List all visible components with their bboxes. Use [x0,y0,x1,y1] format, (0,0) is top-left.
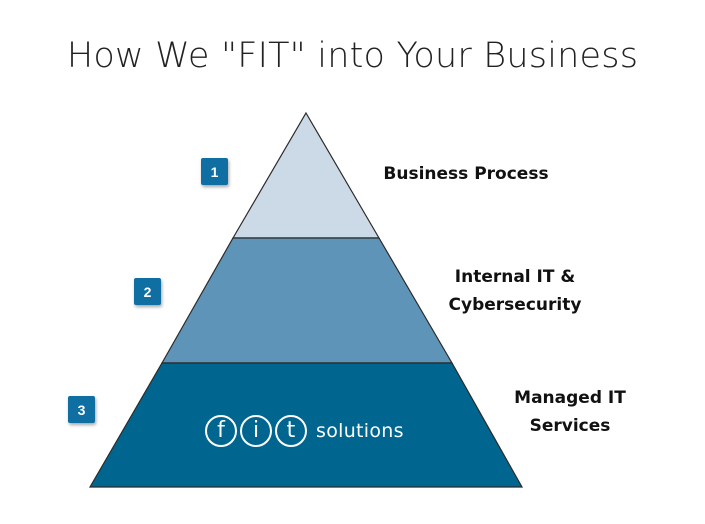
tier-label-3-line-1: Managed IT [514,388,626,408]
tier-label-3: Managed IT Services [495,384,645,440]
logo-letter-i: i [240,415,272,447]
tier-label-2-line-2: Cybersecurity [448,295,582,315]
logo-letter-t: t [275,415,307,447]
tier-badge-3: 3 [68,396,95,423]
fit-solutions-logo: f i t solutions [205,410,404,452]
page-title: How We "FIT" into Your Business [66,36,639,76]
tier-label-2-line-1: Internal IT & [454,267,576,287]
tier-label-2: Internal IT & Cybersecurity [432,263,598,319]
tier-label-1-text: Business Process [383,164,549,184]
pyramid-tier-2 [160,237,454,364]
logo-word: solutions [316,420,404,442]
tier-label-3-line-2: Services [529,416,611,436]
tier-badge-2: 2 [134,278,161,305]
tier-label-1: Business Process [376,160,556,188]
tier-badge-1: 1 [201,158,228,185]
pyramid-tier-1 [231,111,381,239]
logo-letter-f: f [205,415,237,447]
